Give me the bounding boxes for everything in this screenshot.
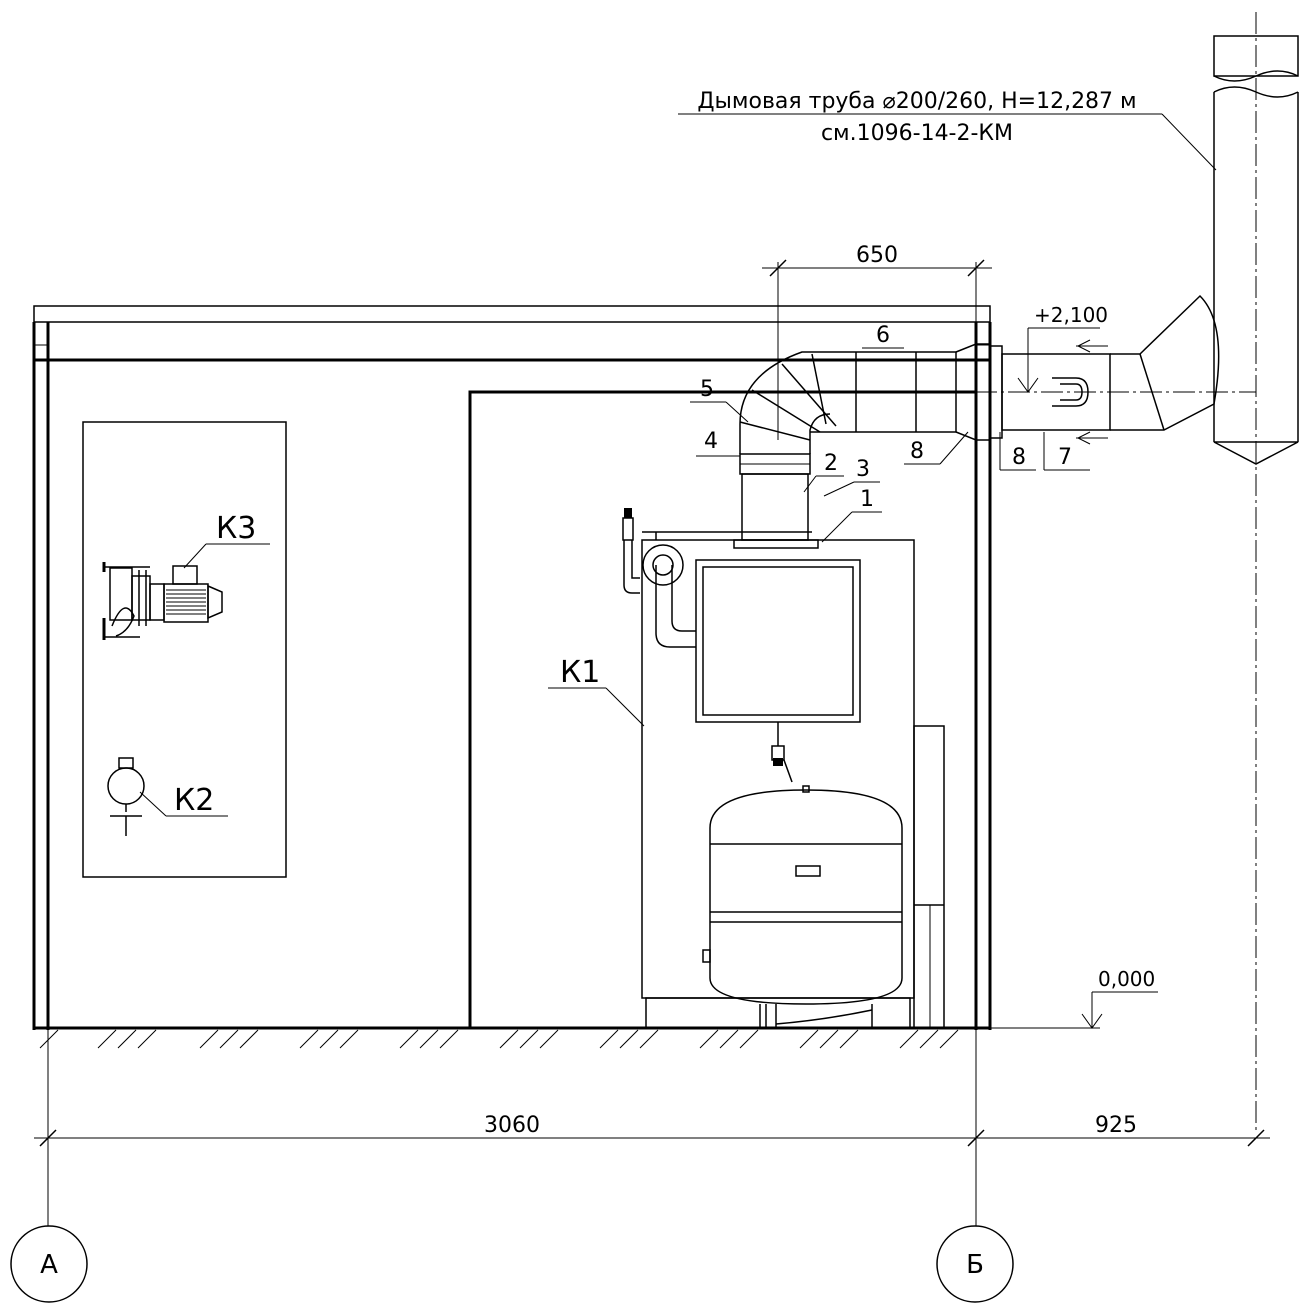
- dimension-bottom: 3060 925: [34, 1030, 1270, 1226]
- expansion-tank: [702, 785, 903, 1028]
- level-mark-duct: +2,100: [1017, 303, 1108, 445]
- flue-spacing-dimension: 650: [856, 243, 898, 268]
- callout-7: 7: [1058, 445, 1072, 470]
- callout-2: 2: [824, 451, 838, 476]
- axis-b-label: Б: [966, 1250, 984, 1280]
- room-width-dimension: 3060: [484, 1113, 540, 1138]
- pump-k3-symbol: [102, 562, 223, 640]
- equipment-labels: К3 К2 К1: [139, 511, 645, 818]
- callouts: 1 2 3 4 5 6 7 8 8: [690, 323, 1090, 543]
- chimney-note-line1: Дымовая труба ⌀200/260, Н=12,287 м: [697, 89, 1136, 114]
- callout-4: 4: [704, 429, 718, 454]
- callout-1: 1: [860, 487, 874, 512]
- floor-level-text: 0,000: [1098, 967, 1155, 991]
- callout-8-duct: 8: [910, 439, 924, 464]
- chimney-note-line2: см.1096-14-2-КМ: [821, 121, 1013, 146]
- boiler-k1: [622, 508, 945, 1029]
- boiler-k1-label: К1: [560, 655, 600, 690]
- chimney-offset-dimension: 925: [1095, 1113, 1137, 1138]
- flue-duct: [733, 294, 1256, 549]
- callout-6: 6: [876, 323, 890, 348]
- dimension-650: 650: [762, 243, 992, 440]
- pump-k2-label: К2: [174, 783, 214, 818]
- pump-panel: [82, 421, 287, 878]
- callout-3: 3: [856, 457, 870, 482]
- axis-a-label: А: [40, 1250, 58, 1280]
- pump-k2-symbol: [107, 757, 145, 836]
- callout-5: 5: [700, 377, 714, 402]
- chimney-leader: Дымовая труба ⌀200/260, Н=12,287 м см.10…: [678, 89, 1217, 171]
- duct-level-text: +2,100: [1034, 303, 1108, 327]
- level-mark-floor: 0,000: [976, 967, 1158, 1029]
- callout-8-outer: 8: [1012, 445, 1026, 470]
- pump-k3-label: К3: [216, 511, 256, 546]
- chimney: [1213, 12, 1299, 1132]
- axis-bubbles: А Б: [10, 1225, 1014, 1303]
- floor: [34, 1026, 990, 1049]
